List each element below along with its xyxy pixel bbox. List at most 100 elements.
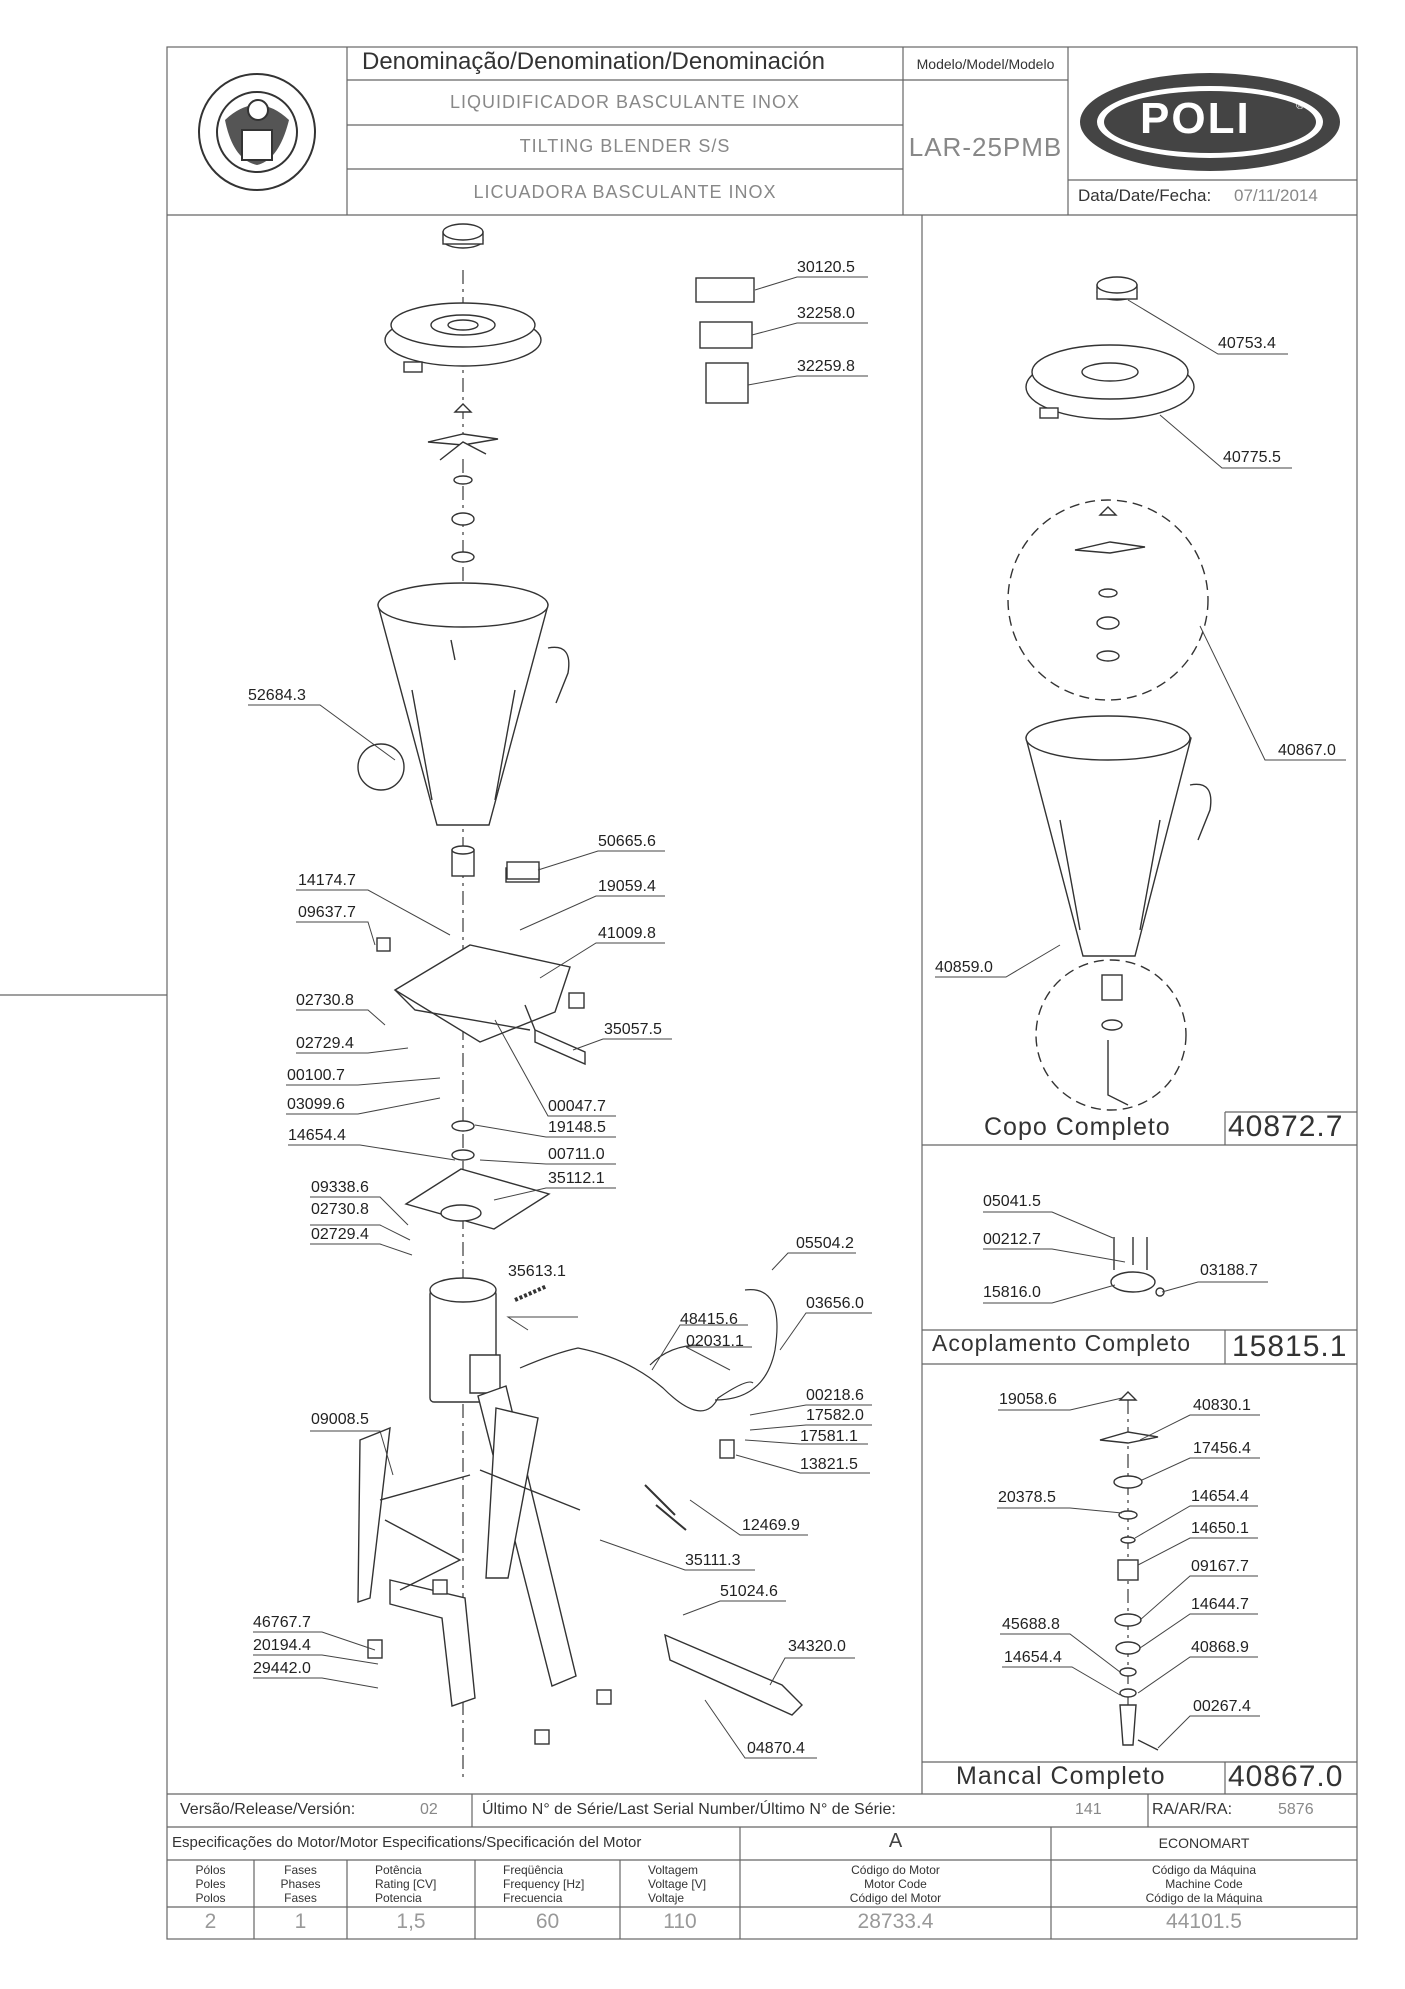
part-number: 05041.5 (983, 1193, 1041, 1210)
part-number: 40867.0 (1278, 742, 1336, 759)
part-number: 40753.4 (1218, 335, 1276, 352)
copo-view (1007, 276, 1212, 1111)
part-number: 40859.0 (935, 959, 993, 976)
part-number: 14650.1 (1191, 1520, 1249, 1537)
part-number: 52684.3 (248, 687, 306, 704)
main-exploded-view (357, 223, 803, 1780)
technical-assistance-seal (198, 73, 316, 191)
spec-value-frequency: 60 (535, 1910, 560, 1933)
version-value: 02 (420, 1801, 438, 1818)
model-value: LAR-25PMB (908, 132, 1063, 162)
part-number: 02729.4 (311, 1226, 369, 1243)
part-number: 00100.7 (287, 1067, 345, 1084)
part-number: 40775.5 (1223, 449, 1281, 466)
part-number: 00267.4 (1193, 1698, 1251, 1715)
part-number: 17582.0 (806, 1407, 864, 1424)
part-number: 19148.5 (548, 1119, 606, 1136)
part-number: 29442.0 (253, 1660, 311, 1677)
serial-label: Último N° de Série/Last Serial Number/Úl… (482, 1801, 896, 1818)
assembly-name-mancal: Mancal Completo (956, 1762, 1166, 1790)
part-number: 15816.0 (983, 1284, 1041, 1301)
part-number: 34320.0 (788, 1638, 846, 1655)
part-number: 02729.4 (296, 1035, 354, 1052)
part-number: 45688.8 (1002, 1616, 1060, 1633)
part-number: 09637.7 (298, 904, 356, 921)
spec-value-rating: 1,5 (396, 1910, 426, 1933)
poli-logo (1080, 73, 1340, 171)
assembly-name-acoplamento: Acoplamento Completo (932, 1330, 1192, 1356)
model-label: Modelo/Model/Modelo (916, 56, 1055, 72)
part-number: 51024.6 (720, 1583, 778, 1600)
part-number: 41009.8 (598, 925, 656, 942)
mancal-view (1099, 1391, 1159, 1751)
part-number: 35613.1 (508, 1263, 566, 1280)
ra-label: RA/AR/RA: (1152, 1801, 1233, 1818)
part-number: 03656.0 (806, 1295, 864, 1312)
part-number: 14654.4 (1191, 1488, 1249, 1505)
part-number: 40868.9 (1191, 1639, 1249, 1656)
product-name-pt: LIQUIDIFICADOR BASCULANTE INOX (449, 92, 801, 112)
acoplamento-leader-lines (983, 1211, 1268, 1304)
part-number: 03099.6 (287, 1096, 345, 1113)
part-number: 35112.1 (548, 1170, 605, 1187)
date-label: Data/Date/Fecha: (1078, 186, 1212, 205)
denomination-label: Denominação/Denomination/Denominación (362, 48, 825, 75)
part-number: 09338.6 (311, 1179, 369, 1196)
part-number: 35111.3 (685, 1552, 741, 1569)
part-number: 09167.7 (1191, 1558, 1249, 1575)
assembly-name-copo: Copo Completo (984, 1113, 1171, 1141)
copo-leader-lines (935, 299, 1346, 978)
part-number: 32259.8 (797, 358, 855, 375)
part-number: 02730.8 (296, 992, 354, 1009)
part-number: 00218.6 (806, 1387, 864, 1404)
product-name-en: TILTING BLENDER S/S (519, 136, 731, 156)
part-number: 30120.5 (797, 259, 855, 276)
part-number: 00711.0 (548, 1146, 605, 1163)
part-number: 17456.4 (1193, 1440, 1251, 1457)
product-name-es: LICUADORA BASCULANTE INOX (473, 182, 777, 202)
part-number: 20194.4 (253, 1637, 311, 1654)
assembly-code-copo: 40872.7 (1228, 1110, 1344, 1143)
part-number: 32258.0 (797, 305, 855, 322)
spec-value-poles: 2 (204, 1910, 217, 1933)
part-number: 13821.5 (800, 1456, 858, 1473)
brand-name: POLI (1140, 94, 1251, 143)
part-number: 14654.4 (288, 1127, 346, 1144)
part-number: 19059.4 (598, 878, 656, 895)
version-label: Versão/Release/Versión: (180, 1801, 356, 1818)
main-leader-lines (248, 276, 872, 1759)
client-name: ECONOMART (1158, 1835, 1250, 1851)
mancal-leader-lines (997, 1397, 1260, 1749)
motor-spec-label: Especificações do Motor/Motor Especifica… (172, 1834, 642, 1851)
part-number: 00212.7 (983, 1231, 1041, 1248)
serial-value: 141 (1075, 1801, 1102, 1818)
part-number: 12469.9 (742, 1517, 800, 1534)
ra-value: 5876 (1278, 1801, 1314, 1818)
part-number: 46767.7 (253, 1614, 311, 1631)
part-number: 14654.4 (1004, 1649, 1062, 1666)
part-number: 48415.6 (680, 1311, 738, 1328)
date-value: 07/11/2014 (1234, 186, 1318, 205)
part-number: 17581.1 (800, 1428, 858, 1445)
assembly-code-acoplamento: 15815.1 (1232, 1330, 1348, 1363)
part-number: 50665.6 (598, 833, 656, 850)
spec-value-voltage: 110 (663, 1910, 697, 1933)
part-number: 09008.5 (311, 1411, 369, 1428)
part-number: 40830.1 (1193, 1397, 1251, 1414)
acoplamento-view (1110, 1237, 1165, 1297)
part-number: 20378.5 (998, 1489, 1056, 1506)
motor-letter: A (888, 1830, 903, 1852)
spec-value-motor-code: 28733.4 (857, 1910, 934, 1933)
assembly-code-mancal: 40867.0 (1228, 1760, 1344, 1793)
part-number: 02031.1 (686, 1333, 744, 1350)
part-number: 03188.7 (1200, 1262, 1258, 1279)
part-number: 00047.7 (548, 1098, 606, 1115)
part-number: 05504.2 (796, 1235, 854, 1252)
